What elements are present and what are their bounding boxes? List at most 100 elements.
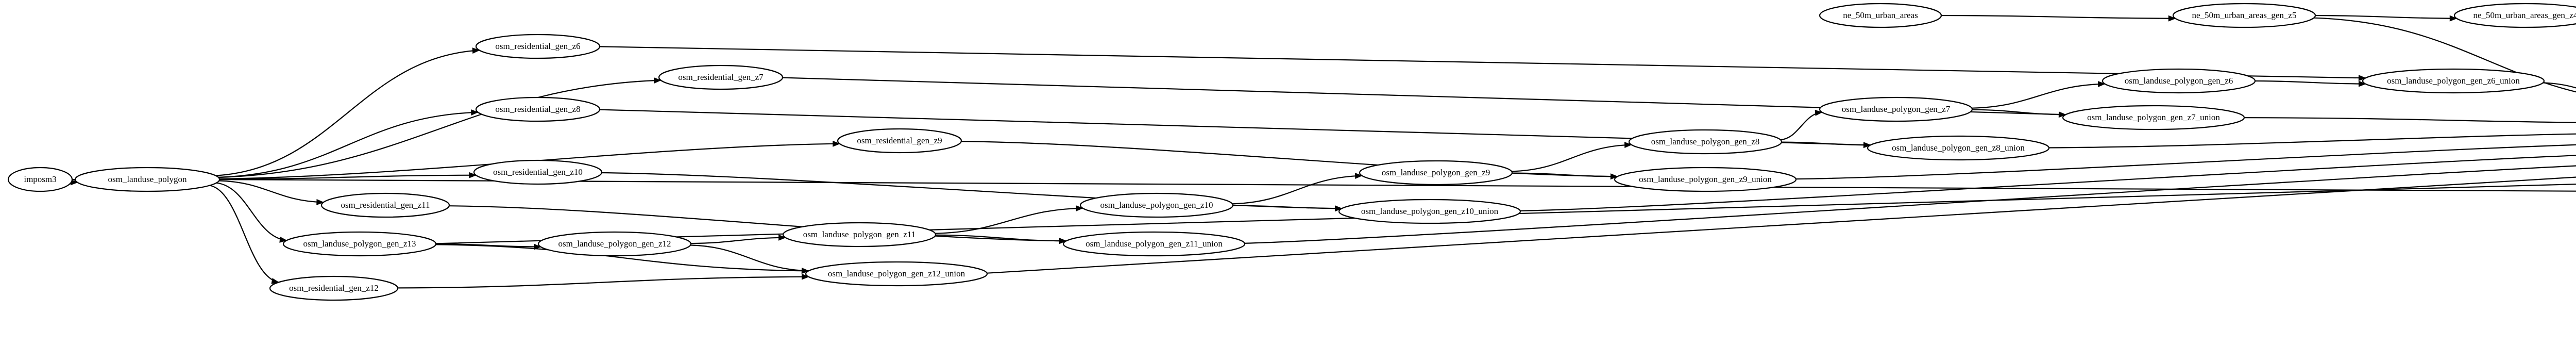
node-osm_residential_gen_z10[interactable]: osm_residential_gen_z10 <box>473 159 603 185</box>
node-osm_landuse_polygon_gen_z10[interactable]: osm_landuse_polygon_gen_z10 <box>1079 192 1234 218</box>
node-shape-ne_50m_urban_areas_gen_z5 <box>2172 3 2316 28</box>
node-osm_landuse_polygon_gen_z7[interactable]: osm_landuse_polygon_gen_z7 <box>1819 96 1973 122</box>
node-osm_landuse_polygon_gen_z6_union[interactable]: osm_landuse_polygon_gen_z6_union <box>2362 68 2545 94</box>
node-osm_landuse_polygon_gen_z7_union[interactable]: osm_landuse_polygon_gen_z7_union <box>2062 105 2245 130</box>
arrowhead-osm_landuse_polygon-to-osm_residential_gen_z8 <box>471 109 479 116</box>
arrowhead-osm_landuse_polygon_gen_z8-to-osm_landuse_polygon_gen_z7 <box>1815 110 1823 116</box>
edge-osm_landuse_polygon-to-osm_residential_gen_z8 <box>218 111 478 178</box>
edge-osm_landuse_polygon_gen_z11-to-osm_landuse_polygon_gen_z11_union <box>935 234 1066 242</box>
edge-osm_landuse_polygon-to-layer_landuse-z14+ <box>219 179 2576 192</box>
node-osm_residential_gen_z12[interactable]: osm_residential_gen_z12 <box>269 275 399 301</box>
node-osm_landuse_polygon[interactable]: osm_landuse_polygon <box>74 167 221 192</box>
node-label-osm_landuse_polygon_gen_z11_union: osm_landuse_polygon_gen_z11_union <box>1086 239 1223 249</box>
arrowhead-osm_landuse_polygon_gen_z11-to-osm_landuse_polygon_gen_z10 <box>1075 205 1083 211</box>
node-osm_residential_gen_z8[interactable]: osm_residential_gen_z8 <box>475 96 601 122</box>
edge-osm_landuse_polygon-to-osm_residential_gen_z11 <box>219 180 324 203</box>
arrowhead-osm_residential_gen_z12-to-osm_landuse_polygon_gen_z12_union <box>802 273 809 280</box>
node-osm_landuse_polygon_gen_z11_union[interactable]: osm_landuse_polygon_gen_z11_union <box>1062 231 1246 257</box>
edge-osm_residential_gen_z10-to-osm_landuse_polygon_gen_z10_union <box>601 172 1342 209</box>
node-layer: imposm3 osm_landuse_polygon osm_residentia… <box>7 3 2576 301</box>
edge-ne_50m_urban_areas-to-ne_50m_urban_areas_gen_z5 <box>1941 14 2176 19</box>
node-osm_residential_gen_z9[interactable]: osm_residential_gen_z9 <box>837 128 962 154</box>
node-shape-osm_landuse_polygon_gen_z13 <box>282 231 437 257</box>
node-shape-imposm3 <box>7 167 73 192</box>
node-osm_landuse_polygon_gen_z10_union[interactable]: osm_landuse_polygon_gen_z10_union <box>1338 199 1521 224</box>
node-osm_residential_gen_z11[interactable]: osm_residential_gen_z11 <box>320 192 450 218</box>
edge-osm_landuse_polygon_gen_z7_union-to-layer_landuse-z7 <box>2244 117 2576 123</box>
arrowhead-ne_50m_urban_areas-to-ne_50m_urban_areas_gen_z5 <box>2168 15 2176 22</box>
node-label-osm_landuse_polygon_gen_z7_union: osm_landuse_polygon_gen_z7_union <box>2087 112 2220 122</box>
node-label-osm_landuse_polygon_gen_z11: osm_landuse_polygon_gen_z11 <box>803 229 916 239</box>
node-osm_residential_gen_z6[interactable]: osm_residential_gen_z6 <box>475 34 601 59</box>
edge-osm_landuse_polygon_gen_z9-to-osm_landuse_polygon_gen_z8 <box>1511 144 1632 172</box>
edge-osm_residential_gen_z9-to-osm_landuse_polygon_gen_z9_union <box>961 141 1618 177</box>
edge-ne_50m_urban_areas_gen_z5-to-ne_50m_urban_areas_gen_z4 <box>2315 14 2457 19</box>
arrowhead-osm_residential_gen_z9-to-osm_landuse_polygon_gen_z9_union <box>1610 173 1618 180</box>
arrowhead-ne_50m_urban_areas_gen_z5-to-ne_50m_urban_areas_gen_z4 <box>2449 15 2458 22</box>
node-shape-ne_50m_urban_areas <box>1819 3 1942 28</box>
node-shape-osm_residential_gen_z8 <box>475 96 601 122</box>
node-label-osm_landuse_polygon_gen_z13: osm_landuse_polygon_gen_z13 <box>303 239 416 249</box>
edge-osm_landuse_polygon-to-osm_residential_gen_z6 <box>215 50 480 176</box>
node-imposm3[interactable]: imposm3 <box>7 167 73 192</box>
node-shape-osm_residential_gen_z9 <box>837 128 962 154</box>
arrowhead-osm_landuse_polygon-to-osm_residential_gen_z10 <box>469 172 477 178</box>
node-shape-osm_landuse_polygon_gen_z6_union <box>2362 68 2545 94</box>
node-osm_landuse_polygon_gen_z8_union[interactable]: osm_landuse_polygon_gen_z8_union <box>1867 135 2050 161</box>
edge-osm_landuse_polygon_gen_z8_union-to-layer_landuse-z8 <box>2048 133 2576 149</box>
node-label-ne_50m_urban_areas_gen_z5: ne_50m_urban_areas_gen_z5 <box>2192 10 2297 20</box>
arrowhead-osm_residential_gen_z11-to-osm_landuse_polygon_gen_z11_union <box>1059 238 1067 244</box>
node-label-ne_50m_urban_areas: ne_50m_urban_areas <box>1843 10 1918 20</box>
node-label-osm_landuse_polygon_gen_z7: osm_landuse_polygon_gen_z7 <box>1842 104 1951 114</box>
node-osm_landuse_polygon_gen_z13[interactable]: osm_landuse_polygon_gen_z13 <box>282 231 437 257</box>
node-label-osm_landuse_polygon_gen_z12: osm_landuse_polygon_gen_z12 <box>558 239 671 249</box>
node-osm_landuse_polygon_gen_z12[interactable]: osm_landuse_polygon_gen_z12 <box>537 231 692 257</box>
node-shape-osm_landuse_polygon_gen_z11_union <box>1062 231 1246 257</box>
edge-osm_landuse_polygon_gen_z13-to-osm_landuse_polygon_gen_z12_union <box>435 244 809 272</box>
node-label-osm_residential_gen_z9: osm_residential_gen_z9 <box>857 136 942 145</box>
edge-osm_landuse_polygon_gen_z6_union-to-layer_landuse-z6 <box>2543 82 2576 89</box>
edge-osm_landuse_polygon-to-osm_residential_gen_z12 <box>209 185 279 283</box>
node-label-osm_landuse_polygon_gen_z10: osm_landuse_polygon_gen_z10 <box>1100 200 1213 210</box>
node-osm_landuse_polygon_gen_z12_union[interactable]: osm_landuse_polygon_gen_z12_union <box>805 261 988 287</box>
node-ne_50m_urban_areas[interactable]: ne_50m_urban_areas <box>1819 3 1942 28</box>
node-label-osm_residential_gen_z10: osm_residential_gen_z10 <box>493 167 583 177</box>
edge-osm_landuse_polygon-to-osm_landuse_polygon_gen_z13 <box>216 182 287 241</box>
node-ne_50m_urban_areas_gen_z4[interactable]: ne_50m_urban_areas_gen_z4 <box>2453 3 2576 28</box>
edge-osm_landuse_polygon-to-osm_residential_gen_z10 <box>219 174 476 180</box>
arrowhead-osm_residential_gen_z7-to-osm_landuse_polygon_gen_z7_union <box>2058 111 2066 118</box>
node-shape-osm_residential_gen_z12 <box>269 275 399 301</box>
node-label-osm_landuse_polygon_gen_z6: osm_landuse_polygon_gen_z6 <box>2125 76 2233 86</box>
node-label-osm_residential_gen_z6: osm_residential_gen_z6 <box>495 41 580 51</box>
node-osm_residential_gen_z7[interactable]: osm_residential_gen_z7 <box>658 64 784 90</box>
edge-osm_landuse_polygon_gen_z12-to-osm_landuse_polygon_gen_z11 <box>690 237 786 244</box>
edge-osm_landuse_polygon_gen_z10_union-to-layer_landuse-z10 <box>1520 155 2576 211</box>
edge-ne_50m_urban_areas_gen_z5-to-layer_landuse-z5 <box>2313 17 2576 93</box>
edge-layer <box>70 14 2576 289</box>
node-osm_landuse_polygon_gen_z6[interactable]: osm_landuse_polygon_gen_z6 <box>2102 68 2256 94</box>
node-label-osm_residential_gen_z11: osm_residential_gen_z11 <box>341 200 430 210</box>
node-shape-osm_landuse_polygon <box>74 167 221 192</box>
edge-osm_landuse_polygon_gen_z10-to-osm_landuse_polygon_gen_z9 <box>1232 175 1362 205</box>
node-osm_landuse_polygon_gen_z9[interactable]: osm_landuse_polygon_gen_z9 <box>1359 160 1513 186</box>
node-osm_landuse_polygon_gen_z11[interactable]: osm_landuse_polygon_gen_z11 <box>782 222 937 248</box>
node-shape-osm_residential_gen_z6 <box>475 34 601 59</box>
node-shape-osm_landuse_polygon_gen_z7_union <box>2062 105 2245 130</box>
node-shape-osm_landuse_polygon_gen_z8 <box>1628 129 1783 155</box>
node-label-osm_landuse_polygon: osm_landuse_polygon <box>108 174 187 184</box>
node-label-osm_residential_gen_z7: osm_residential_gen_z7 <box>678 72 764 82</box>
node-shape-osm_landuse_polygon_gen_z6 <box>2102 68 2256 94</box>
node-ne_50m_urban_areas_gen_z5[interactable]: ne_50m_urban_areas_gen_z5 <box>2172 3 2316 28</box>
arrowhead-osm_landuse_polygon-to-osm_residential_gen_z7 <box>654 77 662 84</box>
node-shape-osm_landuse_polygon_gen_z9 <box>1359 160 1513 186</box>
node-label-osm_landuse_polygon_gen_z6_union: osm_landuse_polygon_gen_z6_union <box>2387 76 2520 86</box>
node-shape-osm_landuse_polygon_gen_z8_union <box>1867 135 2050 161</box>
node-shape-osm_landuse_polygon_gen_z10_union <box>1338 199 1521 224</box>
node-osm_landuse_polygon_gen_z9_union[interactable]: osm_landuse_polygon_gen_z9_union <box>1614 167 1797 192</box>
node-osm_landuse_polygon_gen_z8[interactable]: osm_landuse_polygon_gen_z8 <box>1628 129 1783 155</box>
edge-osm_landuse_polygon_gen_z11_union-to-layer_landuse-z11 <box>1244 165 2576 244</box>
edge-osm_landuse_polygon_gen_z8-to-osm_landuse_polygon_gen_z7 <box>1780 111 1822 141</box>
node-shape-osm_landuse_polygon_gen_z7 <box>1819 96 1973 122</box>
